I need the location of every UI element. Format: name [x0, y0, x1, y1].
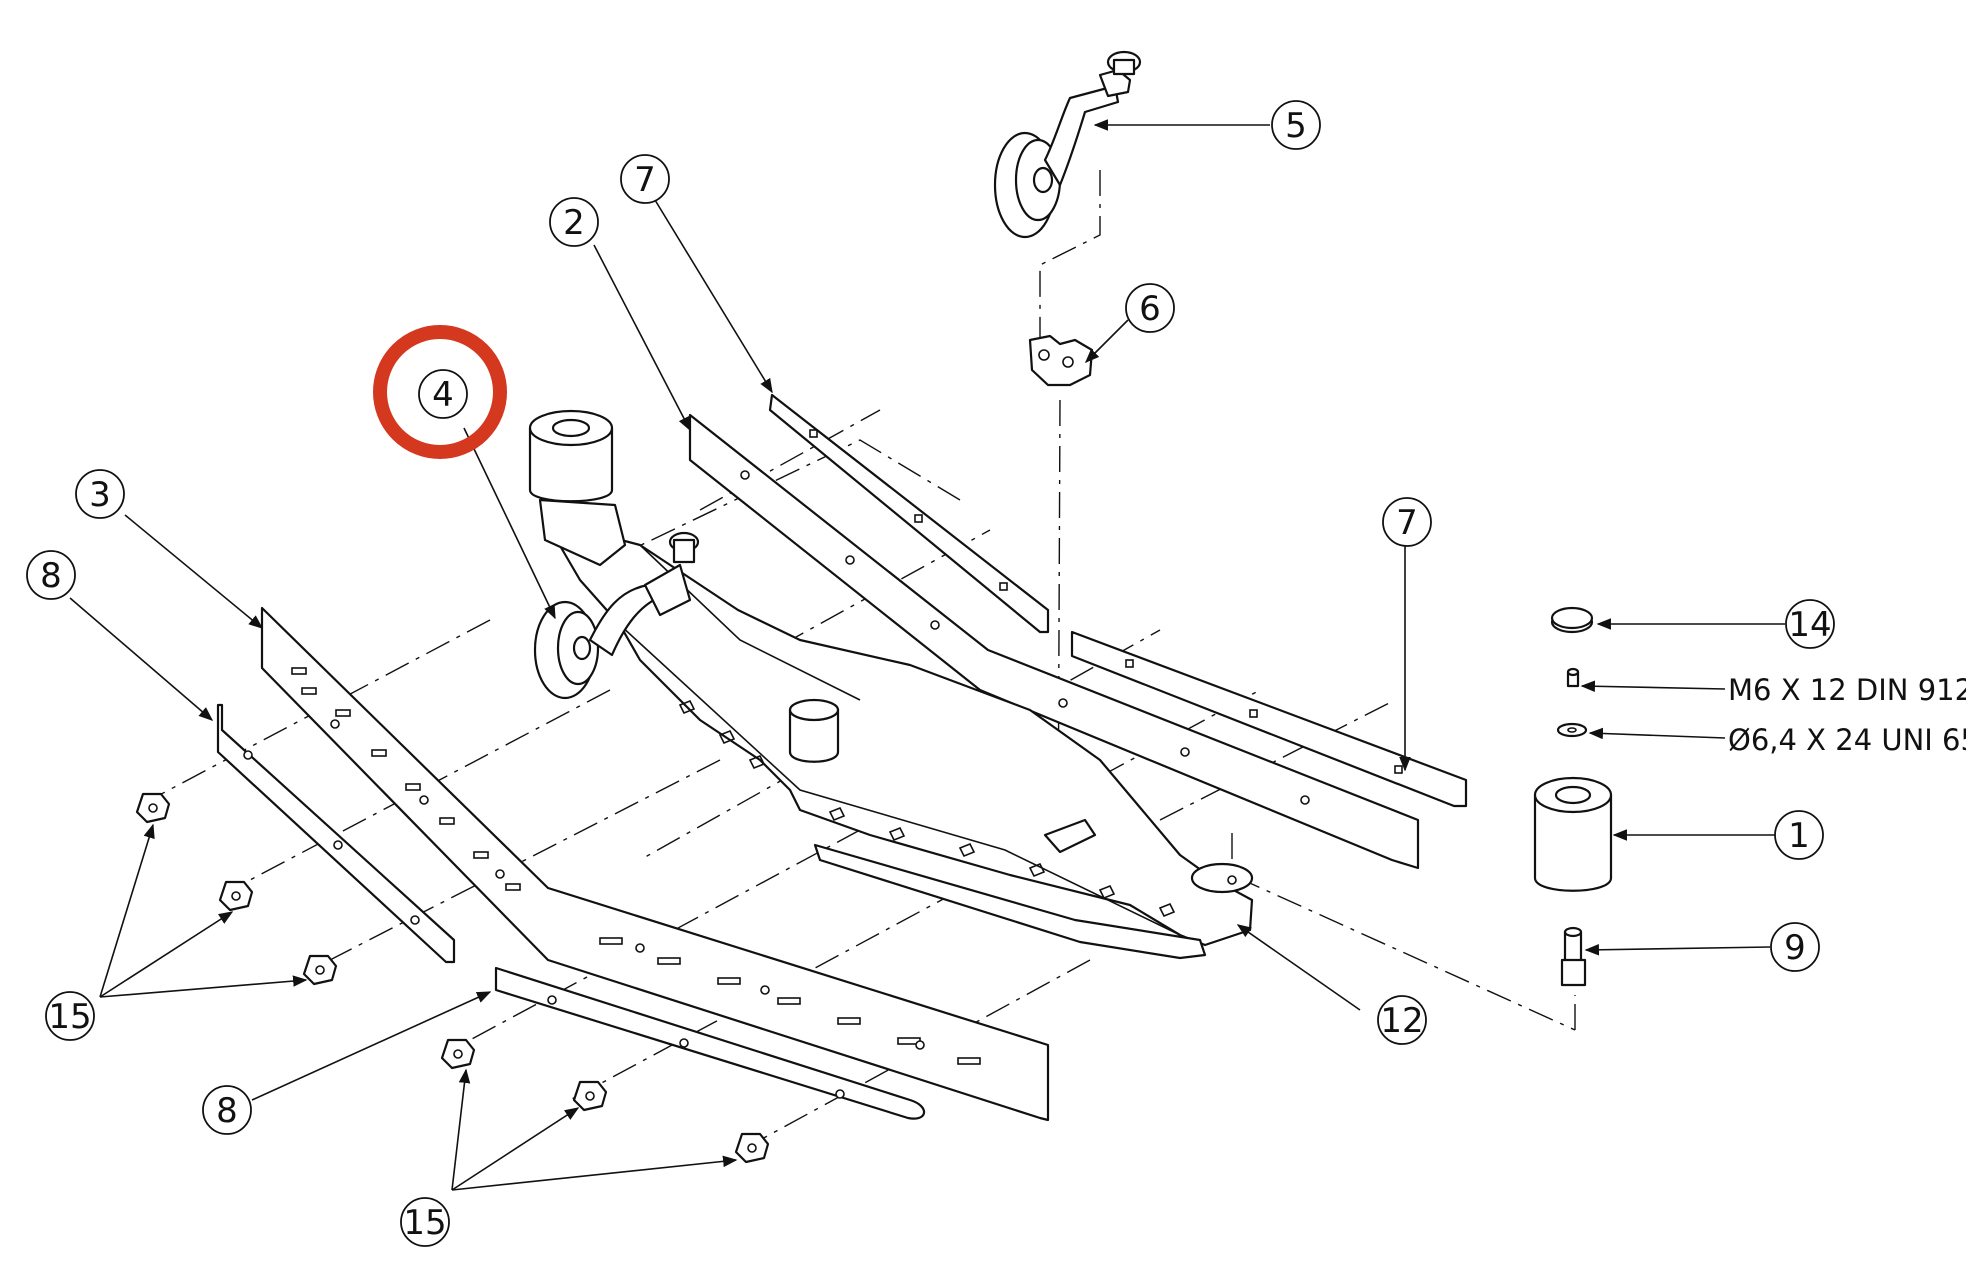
- caster-wheel-assembly-left: [528, 409, 700, 700]
- callout-12: 12: [1377, 995, 1427, 1045]
- svg-text:1: 1: [1788, 816, 1810, 856]
- svg-text:9: 9: [1784, 928, 1806, 968]
- svg-text:5: 5: [1285, 106, 1307, 146]
- knob-nut: [734, 1132, 770, 1164]
- screw-spec-label: M6 X 12 DIN 912: [1728, 673, 1966, 707]
- svg-text:4: 4: [432, 375, 454, 415]
- callout-7-right: 7: [1382, 497, 1432, 547]
- callout-3: 3: [75, 469, 125, 519]
- svg-text:14: 14: [1788, 605, 1831, 645]
- svg-text:15: 15: [403, 1203, 446, 1243]
- callout-2: 2: [549, 197, 599, 247]
- blade-strip-upper: [768, 393, 1050, 634]
- callout-7-upper: 7: [620, 154, 670, 204]
- mounting-bracket: [1028, 334, 1094, 387]
- callout-15-left: 15: [45, 991, 95, 1041]
- callout-14: 14: [1785, 599, 1835, 649]
- svg-text:6: 6: [1139, 289, 1161, 329]
- squeegee-blade-upper: [688, 413, 1420, 870]
- callout-8-upper: 8: [26, 550, 76, 600]
- callout-15-bottom: 15: [400, 1197, 450, 1247]
- highlight-circle: [373, 325, 507, 459]
- svg-text:8: 8: [40, 556, 62, 596]
- knob-nut: [218, 880, 254, 912]
- caster-wheel-assembly-top: [993, 50, 1142, 239]
- callout-8-lower: 8: [202, 1085, 252, 1135]
- callout-9: 9: [1770, 922, 1820, 972]
- svg-text:2: 2: [563, 203, 585, 243]
- callout-4: 4: [373, 325, 507, 459]
- svg-text:8: 8: [216, 1091, 238, 1131]
- knob-nuts: [135, 792, 770, 1164]
- knob-nut: [302, 954, 338, 986]
- callout-6: 6: [1125, 283, 1175, 333]
- svg-text:15: 15: [48, 997, 91, 1037]
- svg-text:3: 3: [89, 475, 111, 515]
- svg-text:12: 12: [1380, 1001, 1423, 1041]
- squeegee-body: [543, 518, 1254, 960]
- blade-strip-right: [1070, 630, 1468, 808]
- knob-nut: [135, 792, 171, 824]
- washer-spec-label: Ø6,4 X 24 UNI 659: [1728, 723, 1966, 757]
- svg-text:7: 7: [634, 160, 656, 200]
- knob-nut: [440, 1038, 476, 1070]
- callout-1: 1: [1774, 810, 1824, 860]
- blade-strip-lower: [494, 966, 926, 1120]
- knob-nut: [572, 1080, 608, 1112]
- right-hardware-stack: [1533, 606, 1613, 987]
- svg-text:7: 7: [1396, 503, 1418, 543]
- leader-lines: [69, 119, 1785, 1191]
- blade-strip-left: [216, 703, 456, 964]
- squeegee-blade-lower: [260, 606, 1050, 1122]
- callout-5: 5: [1271, 100, 1321, 150]
